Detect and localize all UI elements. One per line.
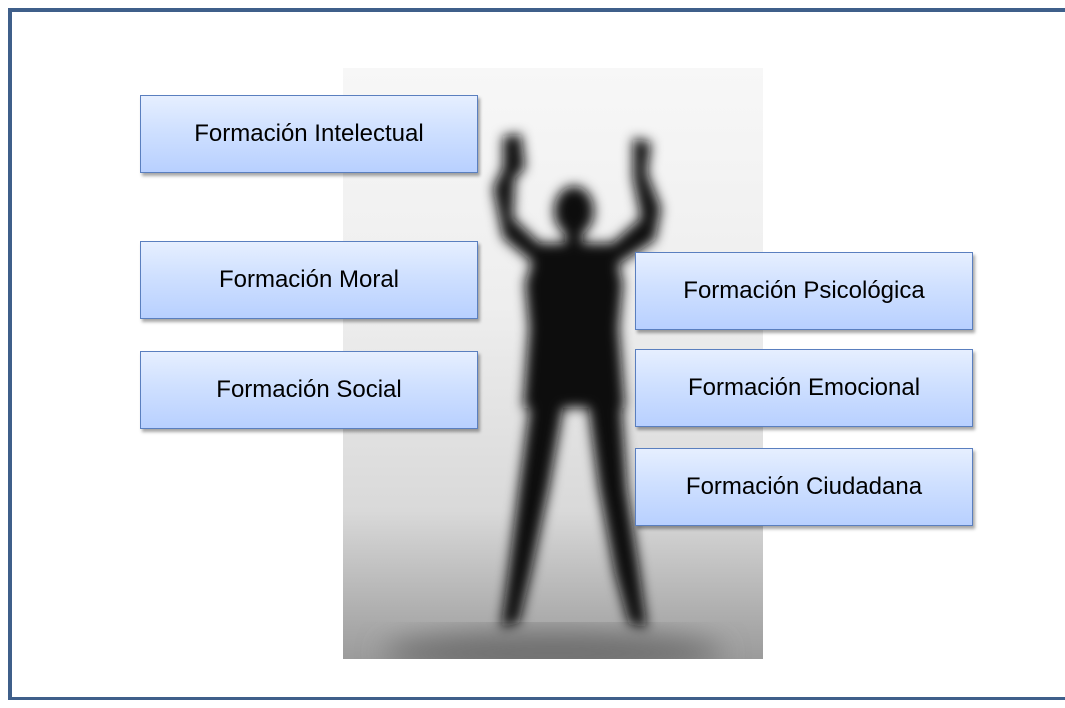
box-label: Formación Intelectual — [194, 120, 424, 147]
box-formacion-intelectual: Formación Intelectual — [140, 95, 478, 173]
box-label: Formación Social — [216, 376, 402, 403]
box-formacion-psicologica: Formación Psicológica — [635, 252, 973, 330]
box-label: Formación Psicológica — [683, 277, 925, 304]
box-formacion-moral: Formación Moral — [140, 241, 478, 319]
box-formacion-ciudadana: Formación Ciudadana — [635, 448, 973, 526]
silhouette-figure-icon — [383, 134, 723, 659]
slide-frame — [8, 8, 1065, 700]
box-formacion-social: Formación Social — [140, 351, 478, 429]
box-label: Formación Emocional — [687, 374, 921, 401]
box-formacion-emocional: Formación Emocional — [635, 349, 973, 427]
box-label: Formación Moral — [218, 266, 400, 293]
box-label: Formación Ciudadana — [685, 473, 923, 500]
